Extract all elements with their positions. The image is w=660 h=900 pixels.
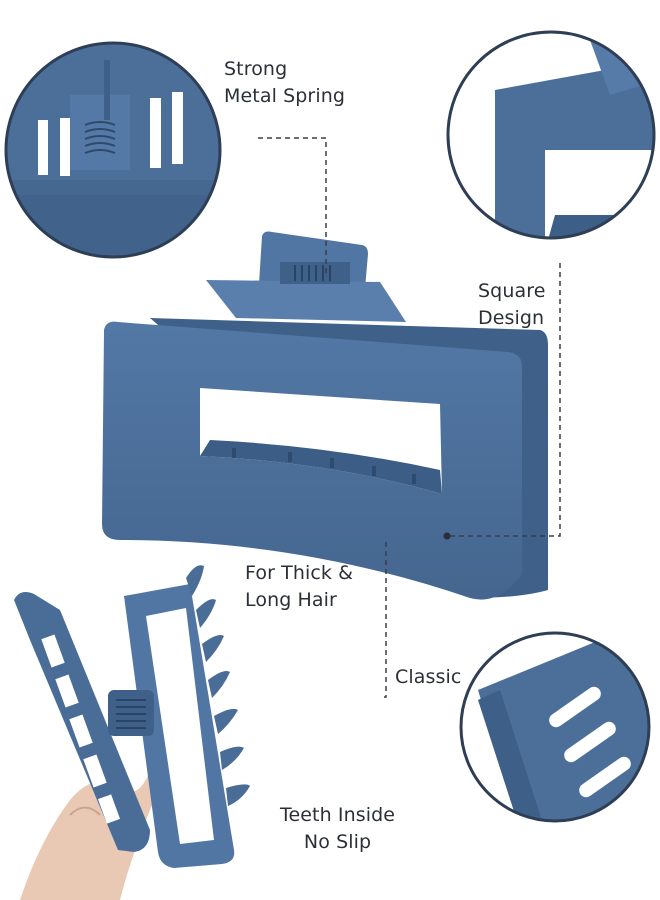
label-thick-line1: For Thick &	[245, 562, 354, 584]
label-classic-text: Classic	[395, 666, 462, 688]
zoom-circle-spring	[4, 41, 222, 259]
label-square-line2: Design	[478, 307, 545, 329]
label-teeth-line2: No Slip	[303, 831, 372, 853]
open-clip-with-hand	[14, 565, 250, 900]
leader-dot	[443, 532, 451, 540]
label-spring-line2: Metal Spring	[224, 85, 346, 107]
leader-spring	[258, 137, 327, 275]
leader-lines	[258, 137, 561, 698]
leader-square	[450, 263, 561, 537]
label-thick-line2: Long Hair	[245, 589, 337, 611]
zoom-circle-classic	[459, 631, 651, 823]
label-classic: Classic	[395, 664, 461, 691]
label-spring-line1: Strong	[224, 58, 288, 80]
label-strong-metal-spring: Strong Metal Spring	[224, 56, 345, 110]
zoom-circle-square	[446, 30, 656, 240]
label-square-design: Square Design	[478, 278, 546, 332]
leader-classic	[384, 542, 387, 698]
label-thick-long-hair: For Thick & Long Hair	[245, 560, 353, 614]
main-claw-clip	[102, 231, 548, 600]
label-teeth-inside: Teeth Inside No Slip	[280, 802, 395, 856]
label-square-line1: Square	[478, 280, 546, 302]
label-teeth-line1: Teeth Inside	[280, 804, 396, 826]
